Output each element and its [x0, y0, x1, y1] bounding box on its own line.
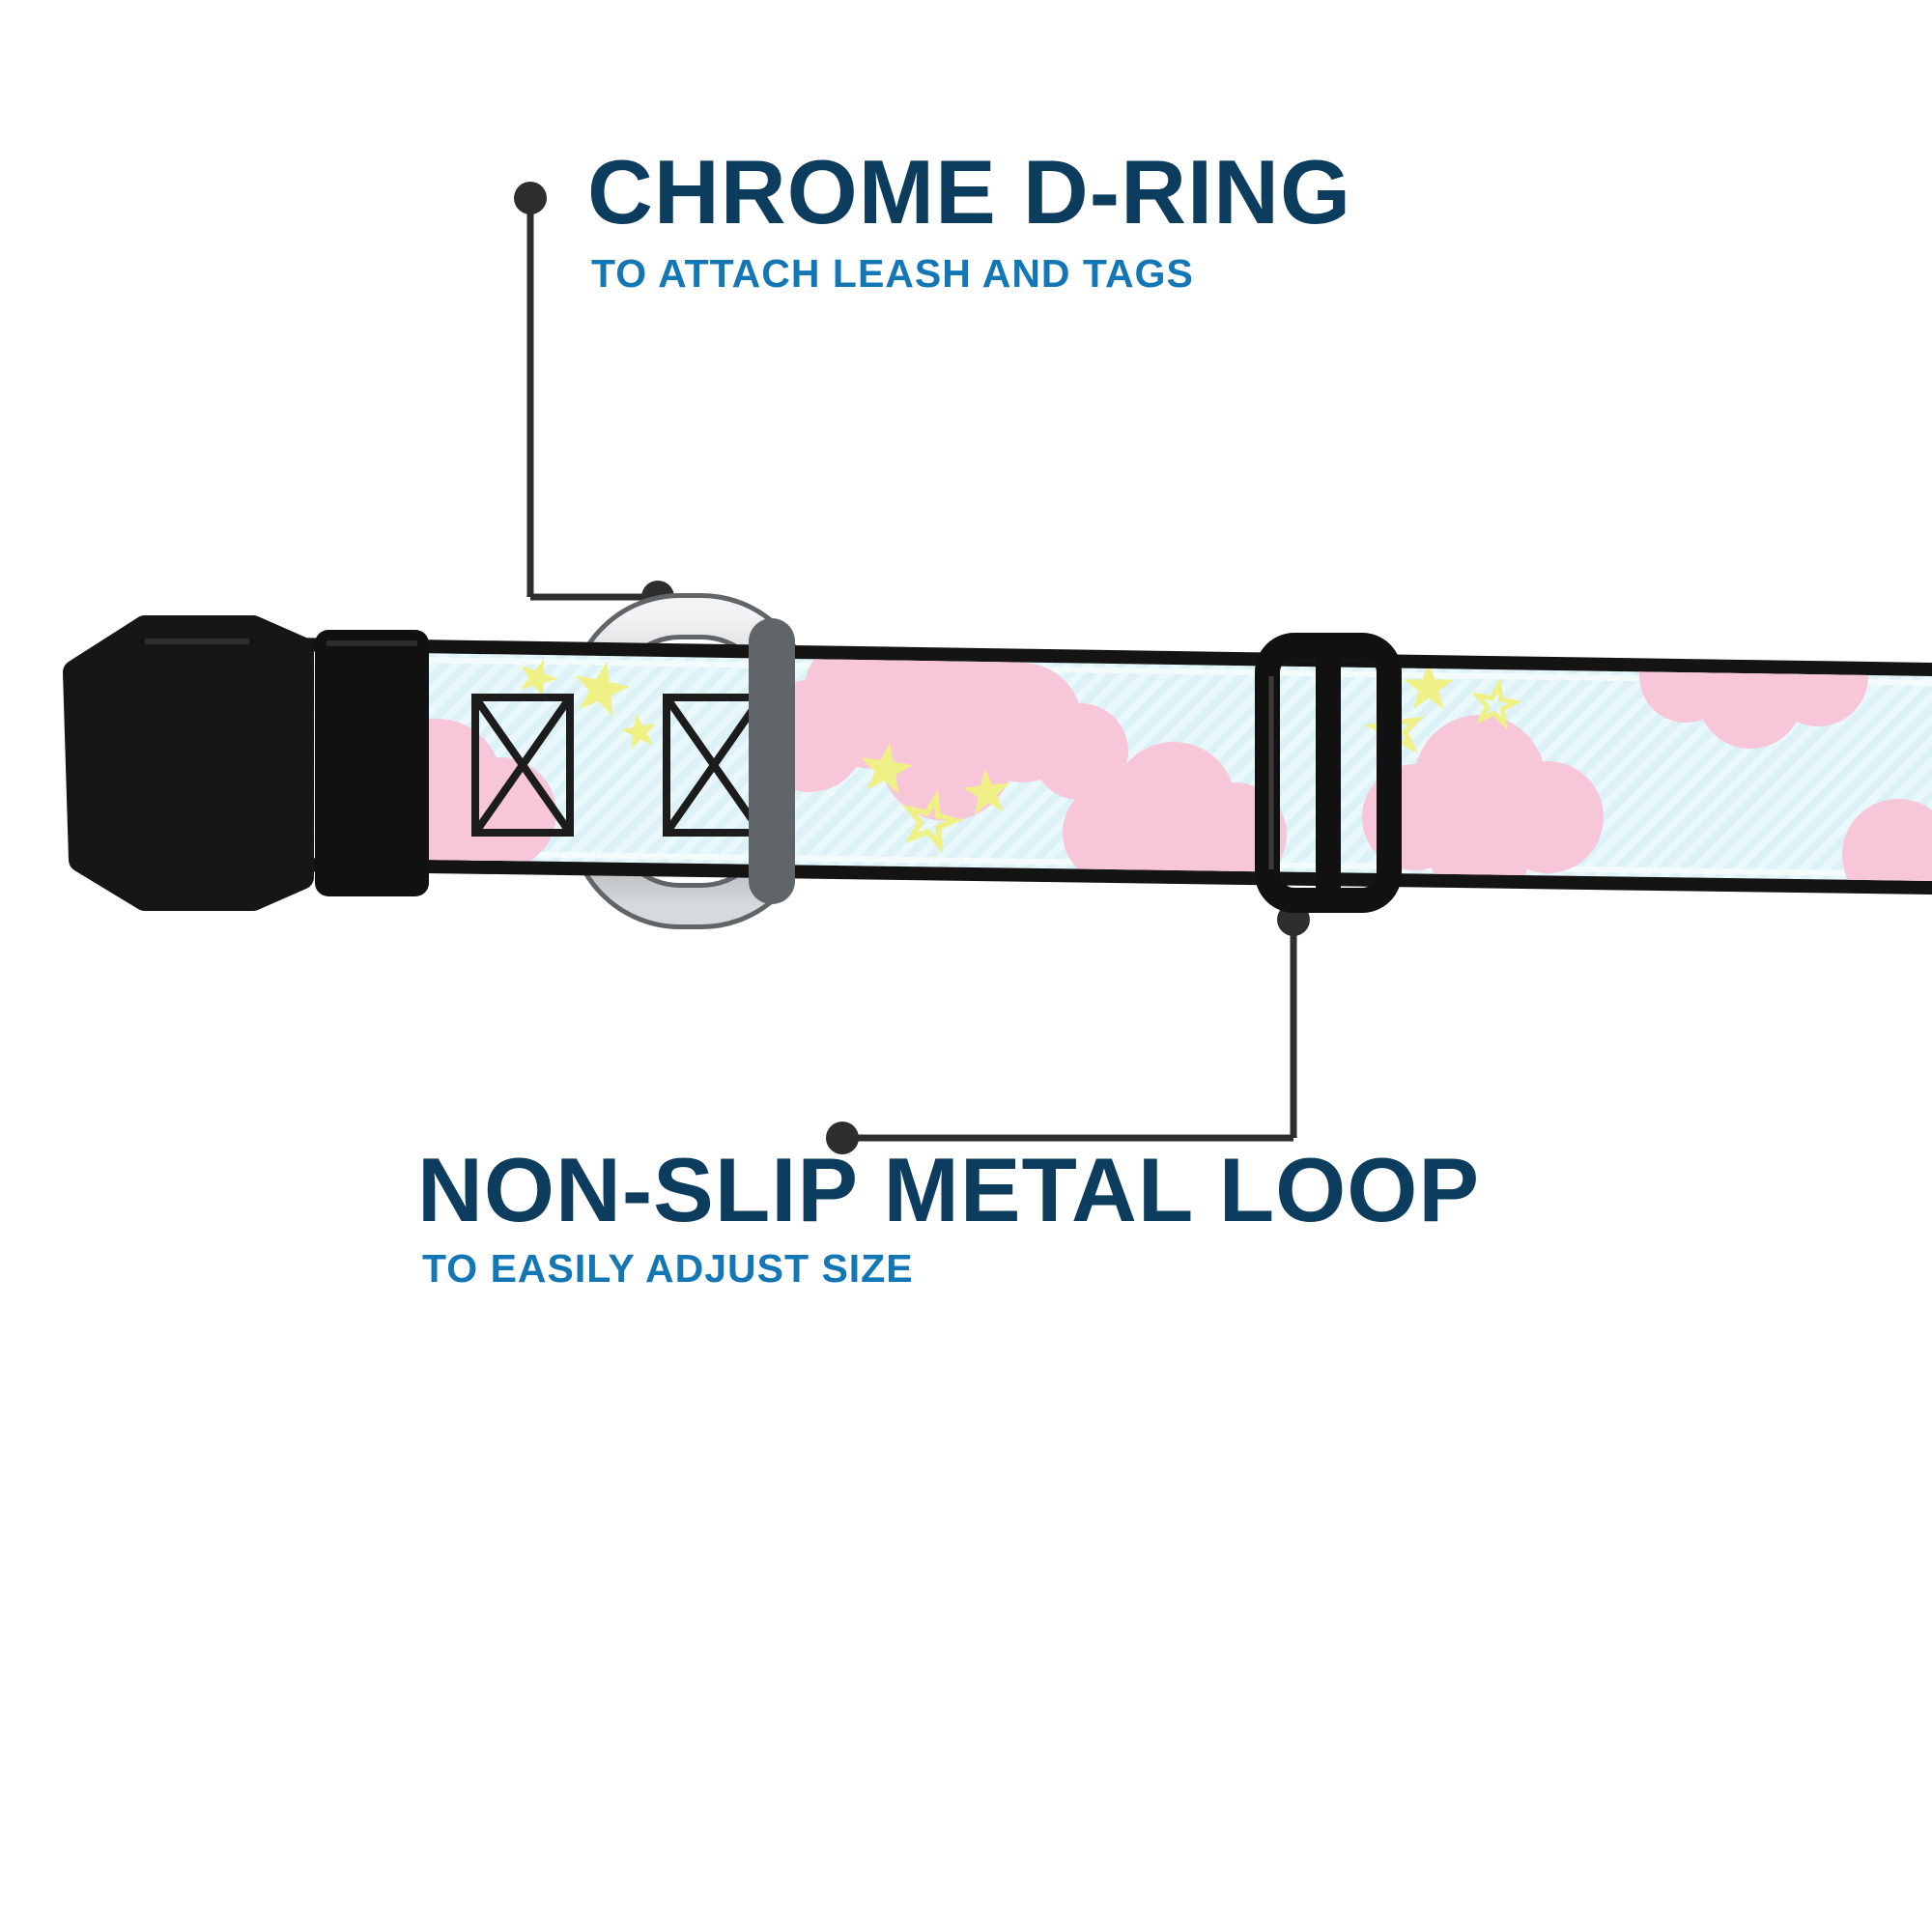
callout-dot: [826, 1122, 859, 1154]
callout-subtitle-non-slip-metal-loop: TO EASILY ADJUST SIZE: [422, 1246, 914, 1291]
callout-dot: [514, 182, 547, 214]
callout-title-non-slip-metal-loop: NON-SLIP METAL LOOP: [417, 1139, 1481, 1240]
callout-line-metal-loop: [826, 903, 1310, 1154]
cloud-pattern: [319, 651, 1932, 881]
callout-subtitle-chrome-d-ring: TO ATTACH LEASH AND TAGS: [591, 251, 1194, 296]
tri-glide-slider: [1255, 633, 1402, 913]
callout-title-chrome-d-ring: CHROME D-RING: [587, 141, 1352, 242]
callout-line-d-ring: [514, 182, 674, 613]
side-release-buckle: [63, 615, 429, 911]
stitch-box: [471, 694, 574, 837]
webbing-strap: [290, 638, 1932, 895]
